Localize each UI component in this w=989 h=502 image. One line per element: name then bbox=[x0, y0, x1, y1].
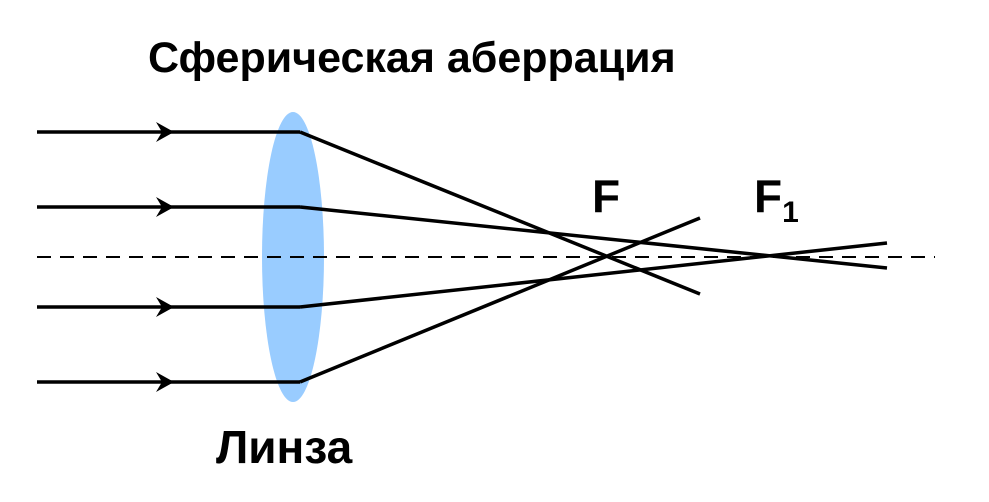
arrow-right-icon bbox=[156, 122, 174, 142]
focus-label-f1: F1 bbox=[754, 170, 799, 229]
arrow-right-icon bbox=[156, 297, 174, 317]
arrow-icons bbox=[156, 122, 174, 392]
incoming-rays bbox=[37, 130, 300, 384]
focus-label-f: F bbox=[592, 170, 620, 222]
ray-3-refracted bbox=[299, 241, 888, 309]
ray-2-refracted bbox=[299, 205, 888, 270]
arrow-right-icon bbox=[156, 372, 174, 392]
diagram-title: Сферическая аберрация bbox=[148, 34, 676, 82]
ray-1-refracted bbox=[299, 130, 701, 296]
ray-4-refracted bbox=[299, 216, 701, 384]
arrow-right-icon bbox=[156, 197, 174, 217]
refracted-rays bbox=[299, 130, 888, 384]
lens-label: Линза bbox=[216, 421, 353, 473]
